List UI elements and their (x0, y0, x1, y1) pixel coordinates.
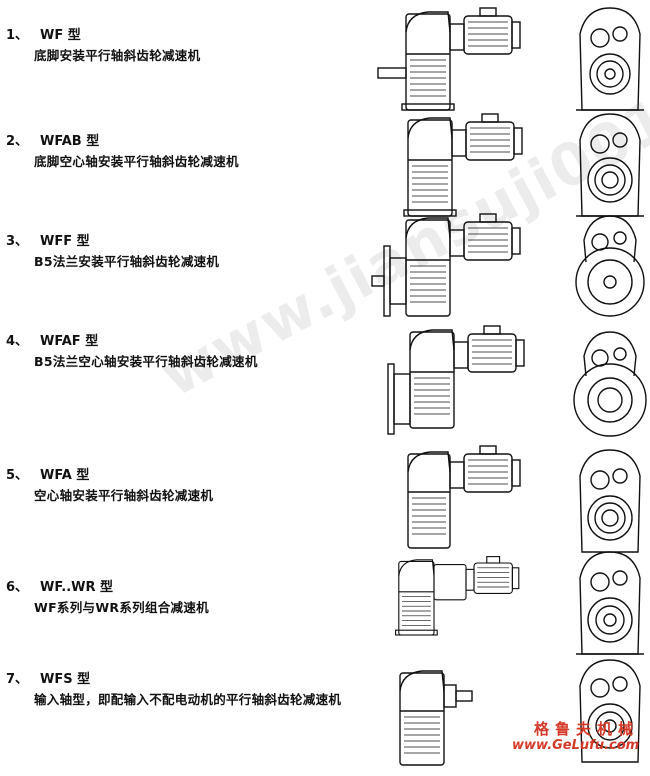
model-description: 空心轴安装平行轴斜齿轮减速机 (34, 488, 214, 503)
gearbox-front-view-wfs (579, 659, 641, 763)
product-entry-wff: 3、 WFF 型 B5法兰安装平行轴斜齿轮减速机 (0, 230, 380, 310)
logo-name: 格鲁夫机械 (534, 720, 640, 738)
model-name: WF 型 (40, 28, 81, 43)
model-description: 底脚安装平行轴斜齿轮减速机 (34, 48, 201, 63)
gearbox-side-view-wf-wr (395, 556, 520, 636)
model-description: B5法兰空心轴安装平行轴斜齿轮减速机 (34, 354, 258, 369)
model-name: WFS 型 (40, 672, 91, 687)
item-number: 4、 (6, 334, 29, 349)
gearbox-front-view-wff (575, 215, 645, 317)
model-description: 输入轴型，即配输入不配电动机的平行轴斜齿轮减速机 (34, 692, 342, 707)
model-description: 底脚空心轴安装平行轴斜齿轮减速机 (34, 154, 239, 169)
gearbox-side-view-wff (371, 213, 521, 317)
gearbox-front-view-wfaf (573, 331, 647, 437)
item-number: 5、 (6, 468, 29, 483)
product-entry-wf-wr: 6、 WF..WR 型 WF系列与WR系列组合减速机 (0, 576, 380, 656)
gearbox-front-view-wfa (579, 449, 641, 553)
item-number: 6、 (6, 580, 29, 595)
gearbox-front-view-wf-wr (576, 551, 644, 655)
item-number: 3、 (6, 234, 29, 249)
model-description: B5法兰安装平行轴斜齿轮减速机 (34, 254, 220, 269)
logo-url: www.GeLufu.com (512, 738, 640, 753)
gearbox-side-view-wfab (403, 113, 523, 217)
model-description: WF系列与WR系列组合减速机 (34, 600, 209, 615)
product-entry-wf: 1、 WF 型 底脚安装平行轴斜齿轮减速机 (0, 24, 380, 104)
model-name: WFA 型 (40, 468, 90, 483)
product-entry-wfaf: 4、 WFAF 型 B5法兰空心轴安装平行轴斜齿轮减速机 (0, 330, 380, 410)
model-name: WFAB 型 (40, 134, 100, 149)
model-name: WFAF 型 (40, 334, 99, 349)
product-entry-wfab: 2、 WFAB 型 底脚空心轴安装平行轴斜齿轮减速机 (0, 130, 380, 210)
product-entry-wfs: 7、 WFS 型 输入轴型，即配输入不配电动机的平行轴斜齿轮减速机 (0, 668, 400, 748)
product-entry-wfa: 5、 WFA 型 空心轴安装平行轴斜齿轮减速机 (0, 464, 380, 544)
gearbox-side-view-wfa (407, 445, 521, 549)
item-number: 1、 (6, 28, 29, 43)
company-logo: 格鲁夫机械 www.GeLufu.com (512, 718, 650, 758)
gearbox-front-view-wf (576, 7, 644, 111)
item-number: 7、 (6, 672, 29, 687)
item-number: 2、 (6, 134, 29, 149)
gearbox-side-view-wf (377, 7, 521, 111)
gearbox-side-view-wfaf (387, 325, 525, 435)
gearbox-side-view-wfs (399, 670, 473, 766)
model-name: WFF 型 (40, 234, 90, 249)
model-name: WF..WR 型 (40, 580, 114, 595)
